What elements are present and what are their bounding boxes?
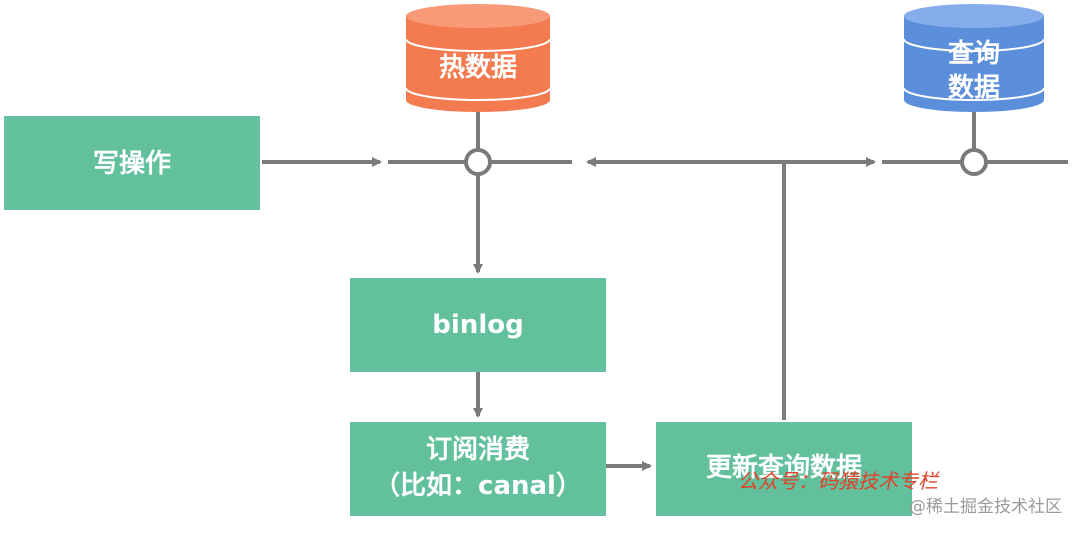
query-data-database: 查询 数据 — [903, 4, 1045, 112]
query-data-label-line1: 查询 — [948, 39, 1000, 69]
binlog-node: binlog — [350, 278, 606, 372]
binlog-label: binlog — [432, 310, 523, 340]
update-query-data-label: 更新查询数据 — [706, 452, 862, 483]
hot-bus-junction — [464, 148, 492, 176]
wechat-watermark: 公众号：码猿技术专栏 — [738, 469, 940, 493]
hot-data-database: 热数据 — [405, 4, 551, 112]
subscribe-consume-node: 订阅消费 （比如：canal） — [350, 422, 606, 516]
query-data-label-line2: 数据 — [948, 73, 1000, 103]
connectors — [262, 112, 1068, 471]
query-bus-junction — [960, 148, 988, 176]
write-operation-node: 写操作 — [4, 116, 260, 210]
subscribe-label-line1: 订阅消费 — [426, 435, 530, 465]
update-query-data-node: 更新查询数据 — [656, 422, 912, 516]
subscribe-label-line2: （比如：canal） — [374, 471, 582, 501]
write-operation-label: 写操作 — [93, 149, 171, 179]
platform-credit: @稀土掘金技术社区 — [909, 497, 1062, 517]
hot-data-label: 热数据 — [439, 53, 517, 83]
